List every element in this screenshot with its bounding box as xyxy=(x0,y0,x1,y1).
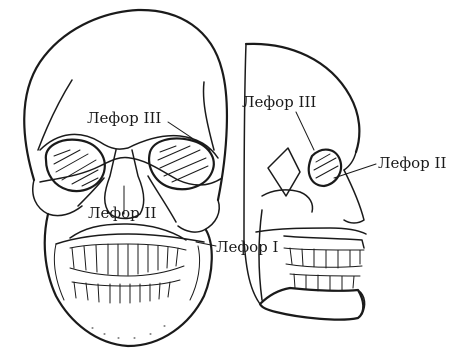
front-lower-teeth xyxy=(72,280,180,303)
side-mandible xyxy=(260,288,363,320)
side-lefort3-pointer xyxy=(296,112,314,150)
front-lefort1-pointer xyxy=(196,242,216,246)
front-skull xyxy=(24,10,227,346)
front-lefort1-line xyxy=(56,234,204,244)
label-front-lefort-2: Лефор II xyxy=(88,204,156,222)
side-occiput xyxy=(244,44,260,304)
front-temporal-right xyxy=(203,82,214,150)
label-side-lefort-2: Лефор II xyxy=(378,154,446,172)
side-brow xyxy=(344,152,356,170)
side-lefort1-line xyxy=(256,228,366,234)
front-upper-teeth xyxy=(70,244,186,276)
side-zygoma-body xyxy=(268,148,300,196)
front-left-orbit xyxy=(46,140,105,191)
front-mandible-ramus-right xyxy=(190,246,200,300)
side-skull xyxy=(244,44,376,320)
front-right-orbit-shadow xyxy=(158,146,208,182)
front-lefort3-line xyxy=(40,157,222,185)
front-left-orbit-shadow xyxy=(54,150,98,186)
front-right-zygoma xyxy=(178,200,219,232)
label-side-lefort-3: Лефор III xyxy=(242,93,316,111)
side-nasal xyxy=(344,170,364,223)
front-maxilla xyxy=(70,224,186,240)
label-front-lefort-1: Лефор I xyxy=(216,238,279,256)
side-maxilla xyxy=(284,236,364,248)
side-upper-teeth xyxy=(284,248,364,268)
front-mandible-ramus-left xyxy=(54,244,64,300)
label-front-lefort-3: Лефор III xyxy=(87,109,161,127)
side-orbit xyxy=(309,150,341,186)
front-chin-stipple xyxy=(92,326,165,338)
side-orbit-shadow xyxy=(314,154,338,178)
